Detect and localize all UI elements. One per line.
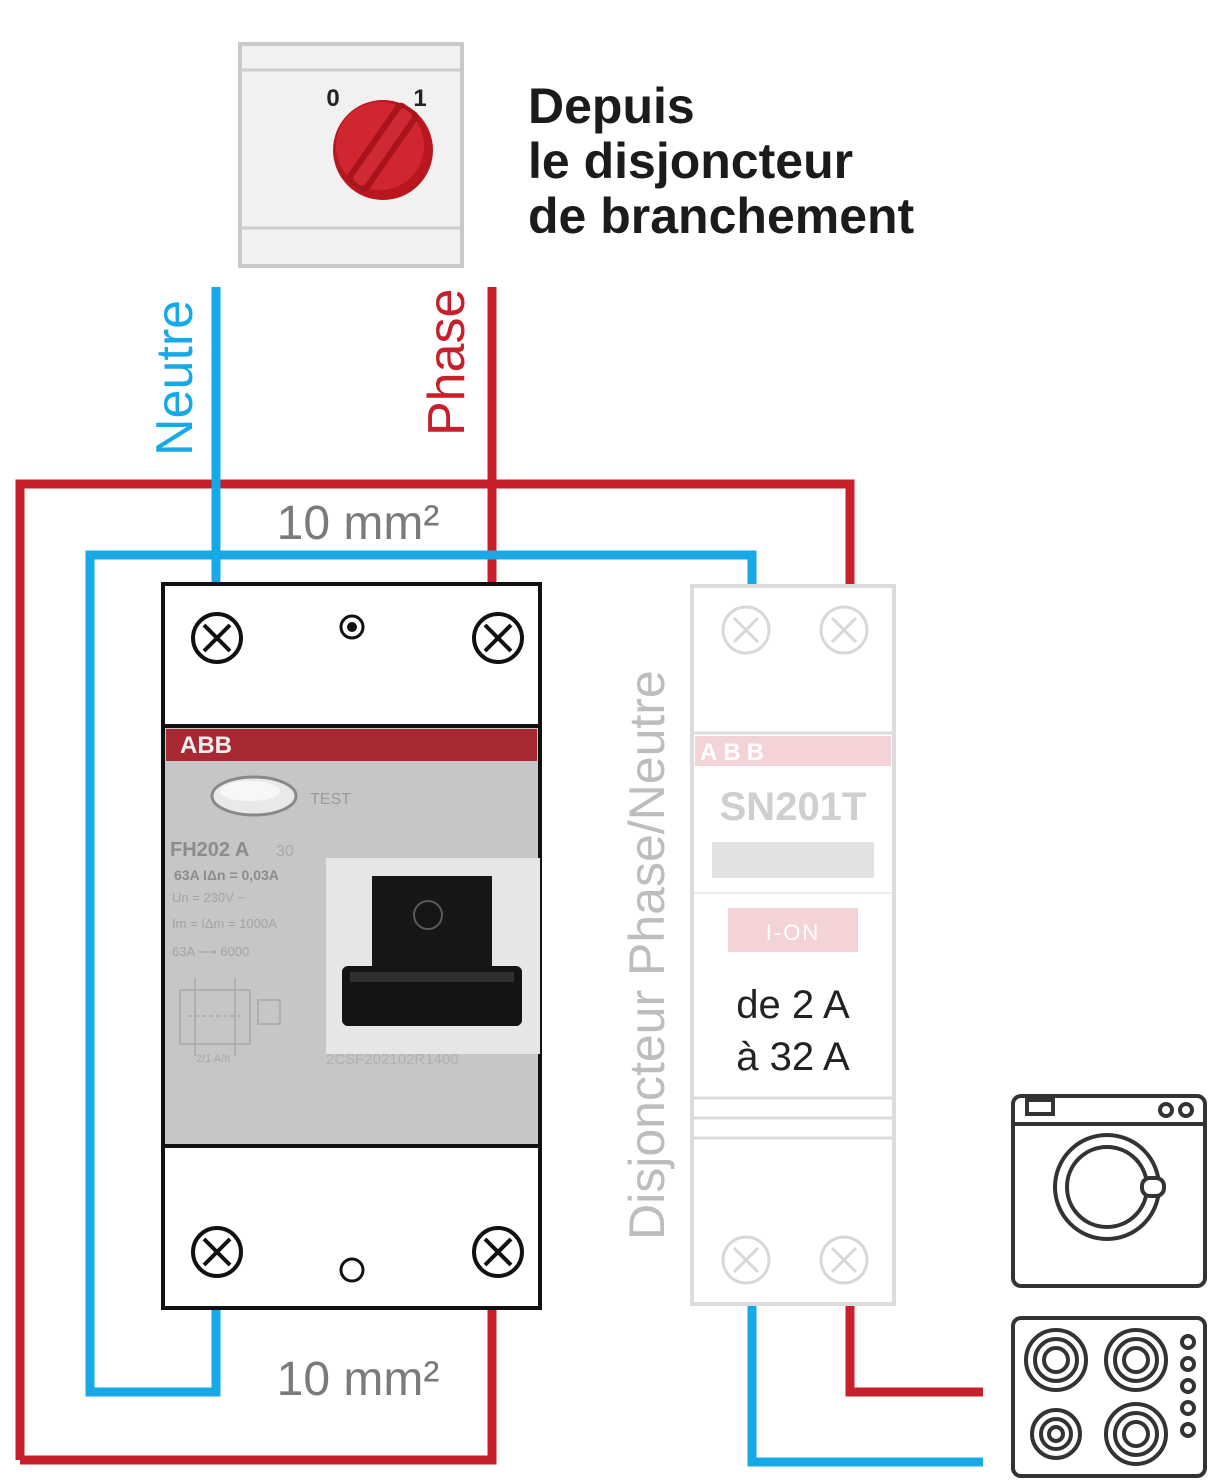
terminal-screw-icon (191, 612, 243, 664)
test-label: TEST (310, 791, 351, 808)
wiring-schematic-icon (179, 978, 281, 1056)
model-label: FH202 A (170, 839, 249, 861)
spec-line-2: Im = IΔm = 1000A (172, 916, 277, 931)
bottom-section-label: 10 mm² (277, 1353, 440, 1406)
spec-line-3: 63A ⟶ 6000 (172, 944, 249, 959)
top-section-label: 10 mm² (277, 497, 440, 550)
schematic-caption: 2/1 A/II (196, 1053, 230, 1065)
spec-line-1: Un = 230V ~ (172, 890, 245, 905)
toggle-lever[interactable] (326, 858, 540, 1054)
branch-breaker: ABB SN201T I-ON de 2 A à 32 A (690, 584, 896, 1306)
rating-label: 63A IΔn = 0,03A (174, 867, 279, 883)
differential-breaker: ABB TEST FH202 A 30 63A IΔn = 0,03A Un =… (161, 582, 542, 1310)
main-breaker: 0 1 (238, 42, 464, 268)
indicator-hole-icon (339, 1257, 365, 1283)
main-breaker-caption: Depuis le disjoncteur de branchement (528, 78, 915, 244)
terminal-screw-icon (819, 605, 869, 655)
caption-line-2: le disjoncteur (528, 133, 853, 189)
rotary-knob[interactable] (333, 100, 433, 200)
branch-breaker-vertical-label: Disjoncteur Phase/Neutre (619, 670, 675, 1240)
model-suffix: 30 (276, 843, 294, 860)
switch-on-mark: 1 (413, 85, 426, 112)
caption-line-3: de branchement (528, 188, 915, 244)
terminal-screw-icon (191, 1226, 243, 1278)
terminal-screw-icon (721, 1235, 771, 1285)
switch-off-mark: 0 (326, 85, 339, 112)
branch-model-label: SN201T (720, 785, 867, 829)
terminal-screw-icon (819, 1235, 869, 1285)
washing-machine-icon (1011, 1094, 1207, 1288)
neutral-wire (85, 287, 983, 1467)
branch-brand-logo: ABB (700, 739, 770, 766)
neutral-label: Neutre (146, 300, 204, 456)
caption-line-1: Depuis (528, 78, 695, 134)
range-line-2: à 32 A (736, 1035, 850, 1079)
terminal-screw-icon (472, 612, 524, 664)
terminal-screw-icon (472, 1226, 524, 1278)
range-line-1: de 2 A (736, 983, 850, 1027)
part-number: 2CSF202102R1400 (326, 1051, 459, 1068)
ion-label: I-ON (766, 920, 820, 945)
phase-label: Phase (418, 289, 476, 436)
indicator-dot-icon (339, 614, 365, 640)
cooktop-icon (1011, 1316, 1207, 1478)
phase-wire (15, 287, 983, 1465)
brand-logo: ABB (180, 732, 232, 759)
terminal-screw-icon (721, 605, 771, 655)
test-button[interactable] (210, 775, 298, 817)
